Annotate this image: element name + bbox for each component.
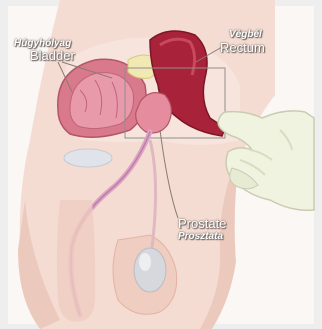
prostate-label: Prostate [178,217,226,230]
pubic-bone [64,149,112,167]
bladder-label: Bladder [30,49,75,62]
testis [134,248,166,292]
prostate-label-hungarian: Prosztata [178,232,223,242]
rectum-label: Rectum [220,41,265,54]
rectum-label-hungarian: Végbél [229,30,262,40]
testis-highlight [139,253,151,271]
penis [57,200,95,322]
